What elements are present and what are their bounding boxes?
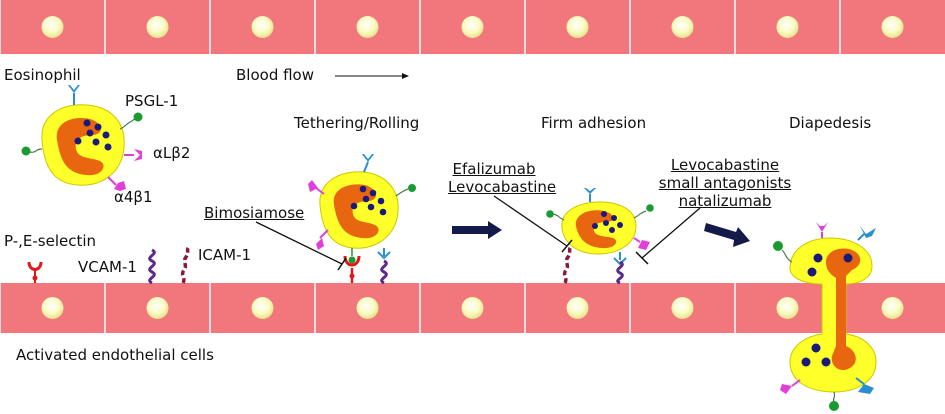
eosinophil-label: Eosinophil: [4, 66, 81, 84]
levocabastine-drug-line3: natalizumab: [678, 192, 772, 210]
diapedesis-eosinophil: [773, 222, 877, 411]
levocabastine-drug-line2: small antagonists: [658, 174, 792, 192]
bimosiamose-inhibition: [255, 221, 347, 271]
top-endothelial-cell-nucleus: [356, 16, 379, 38]
efalizumab-drug-line1: Efalizumab: [452, 160, 536, 178]
psgl1-label: PSGL-1: [125, 92, 179, 110]
psgl1-receptor: [68, 85, 80, 105]
vcam1-bound: [377, 248, 391, 285]
top-endothelial-cell-nucleus: [566, 16, 589, 38]
top-endothelial-cell-nucleus: [461, 16, 484, 38]
levocabastine-drug-line1: Levocabastine: [670, 156, 780, 174]
bottom-endothelial-cell-nucleus: [356, 297, 379, 319]
bottom-endothelial-cell-nucleus: [146, 297, 169, 319]
alb2-label: αLβ2: [153, 144, 191, 162]
top-endothelial-cell-nucleus: [671, 16, 694, 38]
top-endothelial-cell-nucleus: [776, 16, 799, 38]
selectin-label: P-,E-selectin: [4, 232, 97, 250]
firm-adhesion-label: Firm adhesion: [541, 114, 647, 132]
efalizumab-drug-line2: Levocabastine: [448, 178, 557, 196]
blood-flow-label: Blood flow: [236, 66, 314, 84]
endothelial-label: Activated endothelial cells: [16, 346, 214, 364]
top-endothelial-cell-nucleus: [881, 16, 904, 38]
bottom-endothelial-cell-nucleus: [251, 297, 274, 319]
bottom-endothelial-cell-nucleus: [671, 297, 694, 319]
bottom-endothelial-cell-nucleus: [41, 297, 64, 319]
arrow-to-firm: [452, 221, 502, 239]
top-endothelial-cell-nucleus: [251, 16, 274, 38]
arrow-to-diapedesis: [704, 223, 750, 247]
tethering-label: Tethering/Rolling: [294, 114, 420, 132]
efalizumab-inhibition: [493, 195, 573, 253]
bottom-endothelial-cell-nucleus: [881, 297, 904, 319]
vcam1-bound-firm: [613, 252, 627, 285]
eosinophil-legend-cell: [21, 85, 143, 191]
vcam1-label: VCAM-1: [78, 258, 137, 276]
bottom-endothelial-cell-nucleus: [776, 297, 799, 319]
icam1-molecule-left: [180, 244, 192, 284]
firm-adhesion-eosinophil: [546, 188, 654, 255]
alb2-receptor: [124, 149, 142, 161]
icam1-label: ICAM-1: [198, 246, 252, 264]
vcam1-molecule-left: [148, 248, 156, 285]
diapedesis-label: Diapedesis: [789, 114, 872, 132]
levocabastine-inhibition: [635, 207, 701, 265]
blood-flow-arrow: [335, 73, 409, 79]
a4b1-label: α4β1: [114, 188, 153, 206]
selectin-molecule-left: [27, 261, 43, 283]
bottom-endothelial-cell-nucleus: [461, 297, 484, 319]
top-endothelial-cell-nucleus: [146, 16, 169, 38]
top-endothelial-cell-nucleus: [41, 16, 64, 38]
icam1-bound: [562, 244, 574, 284]
tethering-eosinophil: [308, 154, 416, 264]
bottom-endothelial-cell-nucleus: [566, 297, 589, 319]
a4b1-receptor: [107, 176, 126, 191]
bimosiamose-drug: Bimosiamose: [204, 204, 305, 222]
